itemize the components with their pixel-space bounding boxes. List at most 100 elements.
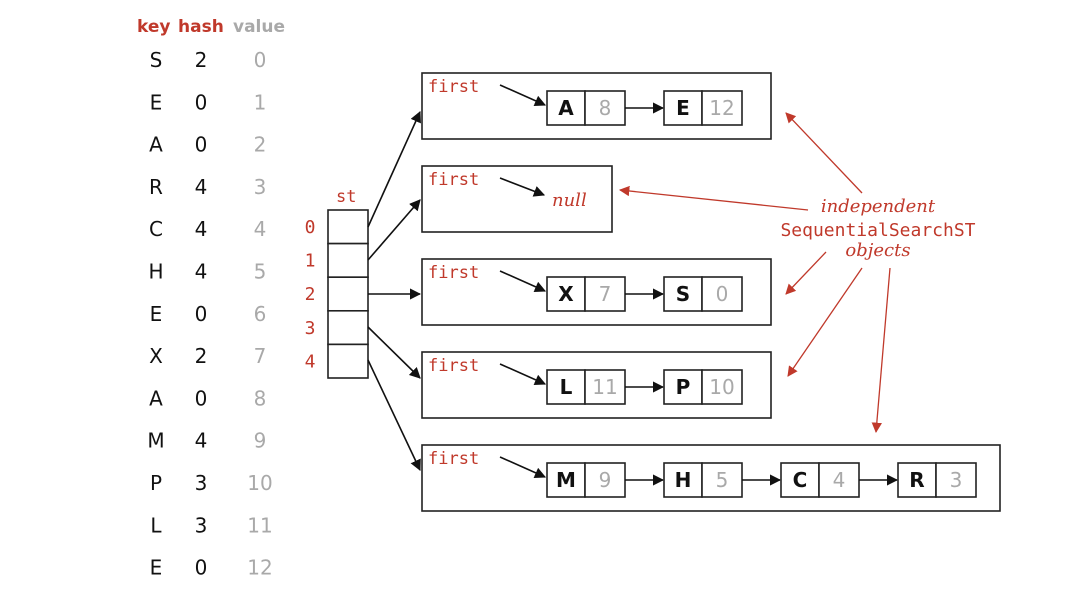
first-label: first — [428, 170, 479, 190]
node-key-cell — [897, 462, 937, 498]
table-value-cell: 8 — [254, 386, 267, 410]
table-value-cell: 1 — [254, 90, 267, 114]
table-hash-cell: 0 — [195, 133, 208, 157]
array-index: 1 — [305, 251, 316, 272]
array-index: 3 — [305, 318, 316, 339]
node-value-cell — [935, 462, 977, 498]
annotation-arrow-4 — [787, 267, 863, 377]
table-key-cell: M — [147, 429, 164, 453]
node-value-cell — [701, 90, 743, 126]
array-label: st — [336, 187, 356, 207]
annotation: independent SequentialSearchST objects — [780, 196, 975, 261]
table-key-cell: A — [149, 133, 163, 157]
array-cell — [327, 343, 369, 379]
first-label: first — [428, 449, 479, 469]
table-key-cell: S — [150, 48, 163, 72]
table-hash-cell: 4 — [195, 217, 208, 241]
node-value-cell — [701, 276, 743, 312]
table-value-cell: 2 — [254, 133, 267, 157]
table-hash-cell: 0 — [195, 302, 208, 326]
table-value-cell: 7 — [254, 344, 267, 368]
annotation-line3: objects — [845, 240, 910, 261]
array-index: 2 — [305, 284, 316, 305]
node-value-cell — [584, 369, 626, 405]
table-key-cell: H — [148, 260, 163, 284]
first-label: first — [428, 77, 479, 97]
first-pointer-arrow — [499, 177, 546, 197]
node-key: L — [560, 375, 573, 399]
array-cell — [327, 276, 369, 312]
first-label: first — [428, 356, 479, 376]
array-st: 0 1 2 3 4 — [305, 209, 369, 379]
node-key-cell — [546, 90, 586, 126]
node-key: S — [676, 282, 690, 306]
node-key: A — [558, 96, 574, 120]
table-key-cell: E — [150, 556, 163, 580]
array-index: 4 — [305, 351, 316, 372]
node-value: 5 — [716, 468, 729, 492]
node-value: 10 — [709, 375, 734, 399]
table-hash-cell: 3 — [195, 513, 208, 537]
array-index: 0 — [305, 217, 316, 238]
header-hash: hash — [178, 17, 224, 37]
table-key-cell: P — [150, 471, 162, 495]
table-value-cell: 0 — [254, 48, 267, 72]
table-value-cell: 4 — [254, 217, 267, 241]
table-key-cell: C — [149, 217, 163, 241]
array-cell — [327, 309, 369, 346]
null-label: null — [552, 190, 587, 211]
table-key-cell: R — [149, 175, 163, 199]
node-key: H — [675, 468, 692, 492]
first-pointer-arrow — [499, 456, 547, 479]
bucket-pointer-arrow — [367, 110, 421, 228]
node-value: 3 — [950, 468, 963, 492]
node-key: M — [556, 468, 576, 492]
node-value-cell — [584, 462, 626, 498]
node-key-cell — [546, 369, 586, 405]
node-value-cell — [584, 90, 626, 126]
annotation-arrow-2 — [618, 185, 809, 211]
header-value: value — [233, 17, 285, 37]
table-hash-cell: 2 — [195, 344, 208, 368]
table-key-cell: X — [149, 344, 163, 368]
node-key: P — [676, 375, 691, 399]
first-pointer-arrow — [499, 363, 547, 386]
node-key: C — [793, 468, 808, 492]
table-value-cell: 5 — [254, 260, 267, 284]
bucket-pointer-arrow — [367, 326, 421, 379]
table-hash-cell: 3 — [195, 471, 208, 495]
node-key: E — [676, 96, 690, 120]
first-pointer-arrow — [499, 84, 547, 107]
table-hash-cell: 4 — [195, 260, 208, 284]
table-value-cell: 12 — [247, 556, 272, 580]
annotation-arrow-1 — [785, 112, 863, 194]
node-key: R — [909, 468, 924, 492]
table-hash-cell: 0 — [195, 556, 208, 580]
table-hash-cell: 0 — [195, 90, 208, 114]
table-value-cell: 3 — [254, 175, 267, 199]
annotation-line2: SequentialSearchST — [780, 220, 975, 241]
list-object-box — [421, 165, 613, 233]
node-value-cell — [701, 369, 743, 405]
node-value: 7 — [599, 282, 612, 306]
table-value-cell: 9 — [254, 429, 267, 453]
array-cell — [327, 209, 369, 245]
table-key-cell: E — [150, 302, 163, 326]
array-cell — [327, 242, 369, 279]
first-label: first — [428, 263, 479, 283]
node-value: 8 — [599, 96, 612, 120]
table-value-cell: 10 — [247, 471, 272, 495]
annotation-line1: independent — [821, 196, 936, 217]
node-value: 9 — [599, 468, 612, 492]
first-pointer-arrow — [499, 270, 547, 293]
node-value: 0 — [716, 282, 729, 306]
node-value: 12 — [709, 96, 734, 120]
table-hash-cell: 4 — [195, 429, 208, 453]
table-value-cell: 6 — [254, 302, 267, 326]
table-key-cell: A — [149, 386, 163, 410]
annotation-arrow-5 — [871, 267, 891, 434]
header-key: key — [137, 17, 170, 37]
